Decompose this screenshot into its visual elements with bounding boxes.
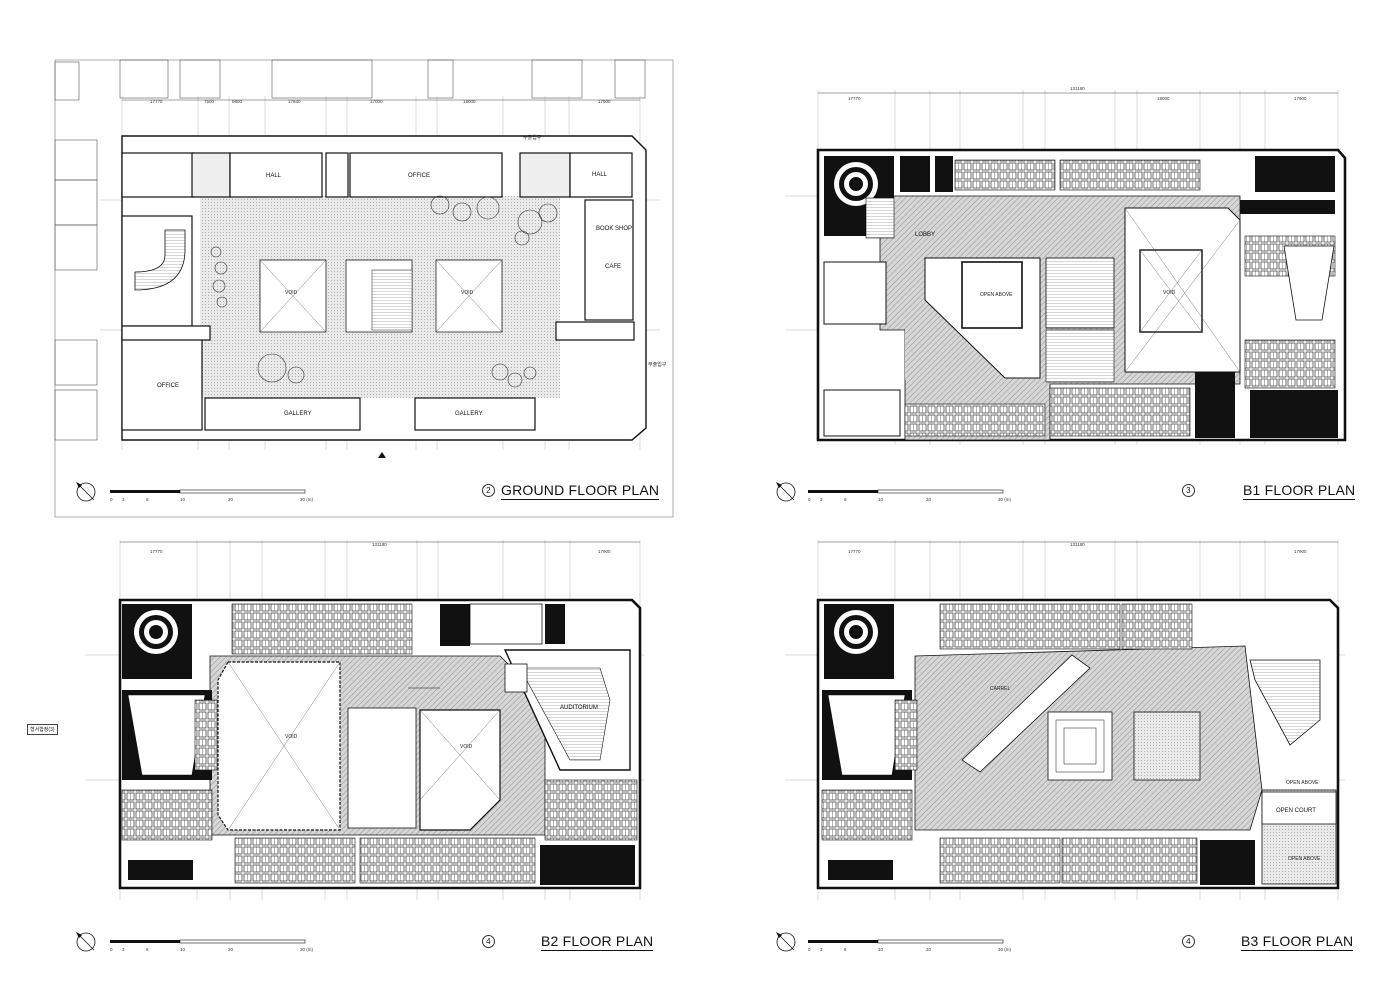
svg-text:20: 20 [228, 497, 234, 502]
b3-plan-title-text: B3 FLOOR PLAN [1241, 933, 1354, 951]
b3-scale-bar: 0 3 6 10 20 30 (m) [808, 939, 1012, 952]
svg-text:0: 0 [110, 497, 113, 502]
dim-ground-1: 17770 [150, 99, 163, 104]
svg-text:30 (m): 30 (m) [998, 947, 1012, 952]
b2-floor-plan: AUDITORIUM VOID VOID 0 3 6 10 20 30 (m) [76, 540, 645, 952]
svg-text:20: 20 [926, 947, 932, 952]
ground-scale-bar: 0 3 6 10 20 30 (m) [110, 489, 314, 502]
dim-b3-2: 17900 [1294, 549, 1307, 554]
b2-label-auditorium: AUDITORIUM [560, 705, 598, 711]
svg-text:30 (m): 30 (m) [300, 497, 314, 502]
dim-b1-2: 18000 [1157, 96, 1170, 101]
svg-text:20: 20 [926, 497, 932, 502]
b1-floor-plan: LOBBY OPEN ABOVE VOID 0 3 6 10 20 30 (m) [776, 90, 1347, 502]
dim-ground-6: 18000 [463, 99, 476, 104]
ground-label-gallery-right: GALLERY [455, 411, 483, 417]
dim-b1-3: 17900 [1294, 96, 1307, 101]
ground-plan-title: 2 GROUND FLOOR PLAN [482, 482, 660, 500]
b1-label-open-above: OPEN ABOVE [980, 292, 1013, 298]
dim-b3-1: 17770 [848, 549, 861, 554]
svg-text:3: 3 [820, 947, 823, 952]
ground-neighbour-blocks [54, 59, 646, 441]
svg-text:6: 6 [844, 947, 847, 952]
dim-b2-2: 17900 [598, 549, 611, 554]
svg-text:10: 10 [180, 947, 186, 952]
ground-floor-plan: HALL OFFICE HALL BOOK SHOP CAFE OFFICE G… [54, 59, 674, 518]
svg-text:0: 0 [110, 947, 113, 952]
svg-text:6: 6 [146, 497, 149, 502]
b2-plan-title: 4 B2 FLOOR PLAN [482, 933, 654, 951]
svg-text:30 (m): 30 (m) [300, 947, 314, 952]
ground-label-entrance-right: 부출입구 [648, 361, 667, 368]
b3-label-open-court: OPEN COURT [1276, 808, 1316, 814]
b1-label-lobby: LOBBY [915, 232, 935, 238]
ground-label-office-top: OFFICE [408, 173, 430, 179]
svg-text:6: 6 [146, 947, 149, 952]
b1-north-arrow [776, 482, 796, 502]
ground-plan-title-text: GROUND FLOOR PLAN [501, 482, 660, 500]
ground-north-arrow [76, 482, 96, 502]
b3-label-carrel: CARREL [990, 686, 1011, 692]
dim-ground-3: 9800 [232, 99, 243, 104]
ground-label-void-2: VOID [461, 290, 474, 296]
dim-ground-2: 7500 [204, 99, 215, 104]
b3-north-arrow [776, 932, 796, 952]
b2-plan-number: 4 [482, 935, 495, 948]
dim-b1-1: 17770 [848, 96, 861, 101]
dim-ground-5: 17000 [370, 99, 383, 104]
svg-text:3: 3 [122, 947, 125, 952]
b3-floor-plan: CARREL OPEN ABOVE OPEN COURT OPEN ABOVE … [776, 540, 1345, 952]
b2-scale-bar: 0 3 6 10 20 30 (m) [110, 939, 314, 952]
dim-b2-1: 17770 [150, 549, 163, 554]
svg-text:6: 6 [844, 497, 847, 502]
svg-text:20: 20 [228, 947, 234, 952]
b2-label-void-2: VOID [460, 744, 473, 750]
ground-label-office-left: OFFICE [157, 383, 179, 389]
svg-text:10: 10 [878, 497, 884, 502]
b1-plan-number: 3 [1182, 484, 1195, 497]
svg-text:0: 0 [808, 497, 811, 502]
side-section-label: 형서합정(3) [27, 724, 58, 735]
b3-label-open-above-2: OPEN ABOVE [1288, 856, 1321, 862]
b1-plan-title: 3 B1 FLOOR PLAN [1182, 482, 1356, 500]
dim-b1-total: 131180 [1070, 86, 1085, 91]
svg-text:0: 0 [808, 947, 811, 952]
ground-trees [210, 195, 558, 388]
b3-label-open-above-1: OPEN ABOVE [1286, 780, 1319, 786]
dim-b2-total: 131180 [372, 542, 387, 547]
b3-plan-title: 4 B3 FLOOR PLAN [1182, 933, 1354, 951]
b1-label-void: VOID [1163, 290, 1176, 296]
b3-plan-number: 4 [1182, 935, 1195, 948]
ground-label-hall-right: HALL [592, 172, 608, 178]
b2-label-void-1: VOID [285, 734, 298, 740]
dim-ground-4: 17840 [288, 99, 301, 104]
ground-label-cafe: CAFE [605, 264, 621, 270]
b1-scale-bar: 0 3 6 10 20 30 (m) [808, 489, 1012, 502]
ground-label-book-shop: BOOK SHOP [596, 226, 632, 232]
ground-label-entrance-top: 부출입구 [523, 134, 542, 141]
ground-plan-number: 2 [482, 484, 495, 497]
svg-text:3: 3 [122, 497, 125, 502]
b1-plan-title-text: B1 FLOOR PLAN [1243, 482, 1356, 500]
b2-plan-title-text: B2 FLOOR PLAN [541, 933, 654, 951]
svg-text:10: 10 [878, 947, 884, 952]
svg-text:3: 3 [820, 497, 823, 502]
svg-text:10: 10 [180, 497, 186, 502]
dim-ground-7: 17900 [598, 99, 611, 104]
dim-b3-total: 131180 [1070, 542, 1085, 547]
ground-label-gallery-left: GALLERY [284, 411, 312, 417]
b2-north-arrow [76, 932, 96, 952]
ground-label-hall-left: HALL [266, 173, 282, 179]
ground-label-void-1: VOID [285, 290, 298, 296]
dimension-labels: 17770 7500 9800 17840 17000 18000 17900 … [150, 86, 1307, 554]
svg-text:30 (m): 30 (m) [998, 497, 1012, 502]
